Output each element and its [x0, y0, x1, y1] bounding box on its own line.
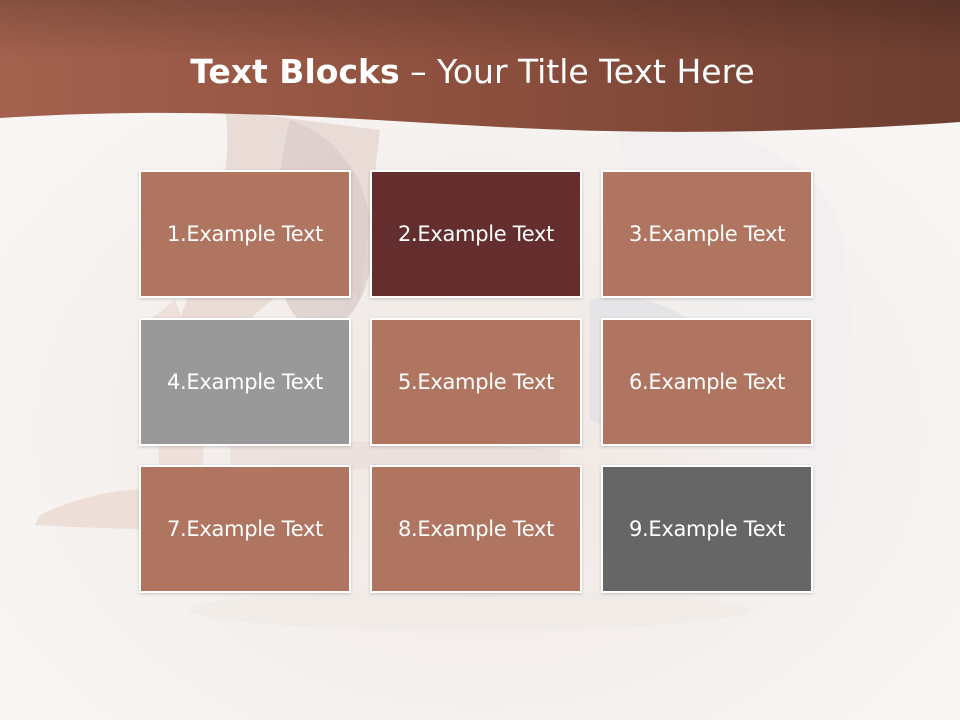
text-block-label: 8.Example Text: [397, 517, 555, 541]
text-block-label: 3.Example Text: [628, 222, 786, 246]
text-block-9[interactable]: 9.Example Text: [601, 465, 813, 593]
text-block-grid: 1.Example Text 2.Example Text 3.Example …: [139, 170, 815, 594]
page-title: Text Blocks – Your Title Text Here: [0, 52, 945, 91]
header-band: [0, 0, 960, 132]
text-block-5[interactable]: 5.Example Text: [370, 318, 582, 446]
text-block-2[interactable]: 2.Example Text: [370, 170, 582, 298]
text-block-label: 9.Example Text: [628, 517, 786, 541]
title-separator: –: [399, 52, 438, 91]
text-block-label: 4.Example Text: [166, 370, 324, 394]
text-block-3[interactable]: 3.Example Text: [601, 170, 813, 298]
text-block-4[interactable]: 4.Example Text: [139, 318, 351, 446]
text-block-label: 7.Example Text: [166, 517, 324, 541]
title-bold: Text Blocks: [190, 52, 400, 91]
text-block-1[interactable]: 1.Example Text: [139, 170, 351, 298]
text-block-label: 1.Example Text: [166, 222, 324, 246]
text-block-7[interactable]: 7.Example Text: [139, 465, 351, 593]
text-block-label: 2.Example Text: [397, 222, 555, 246]
text-block-label: 6.Example Text: [628, 370, 786, 394]
text-block-label: 5.Example Text: [397, 370, 555, 394]
text-block-6[interactable]: 6.Example Text: [601, 318, 813, 446]
text-block-8[interactable]: 8.Example Text: [370, 465, 582, 593]
title-rest: Your Title Text Here: [437, 52, 755, 91]
